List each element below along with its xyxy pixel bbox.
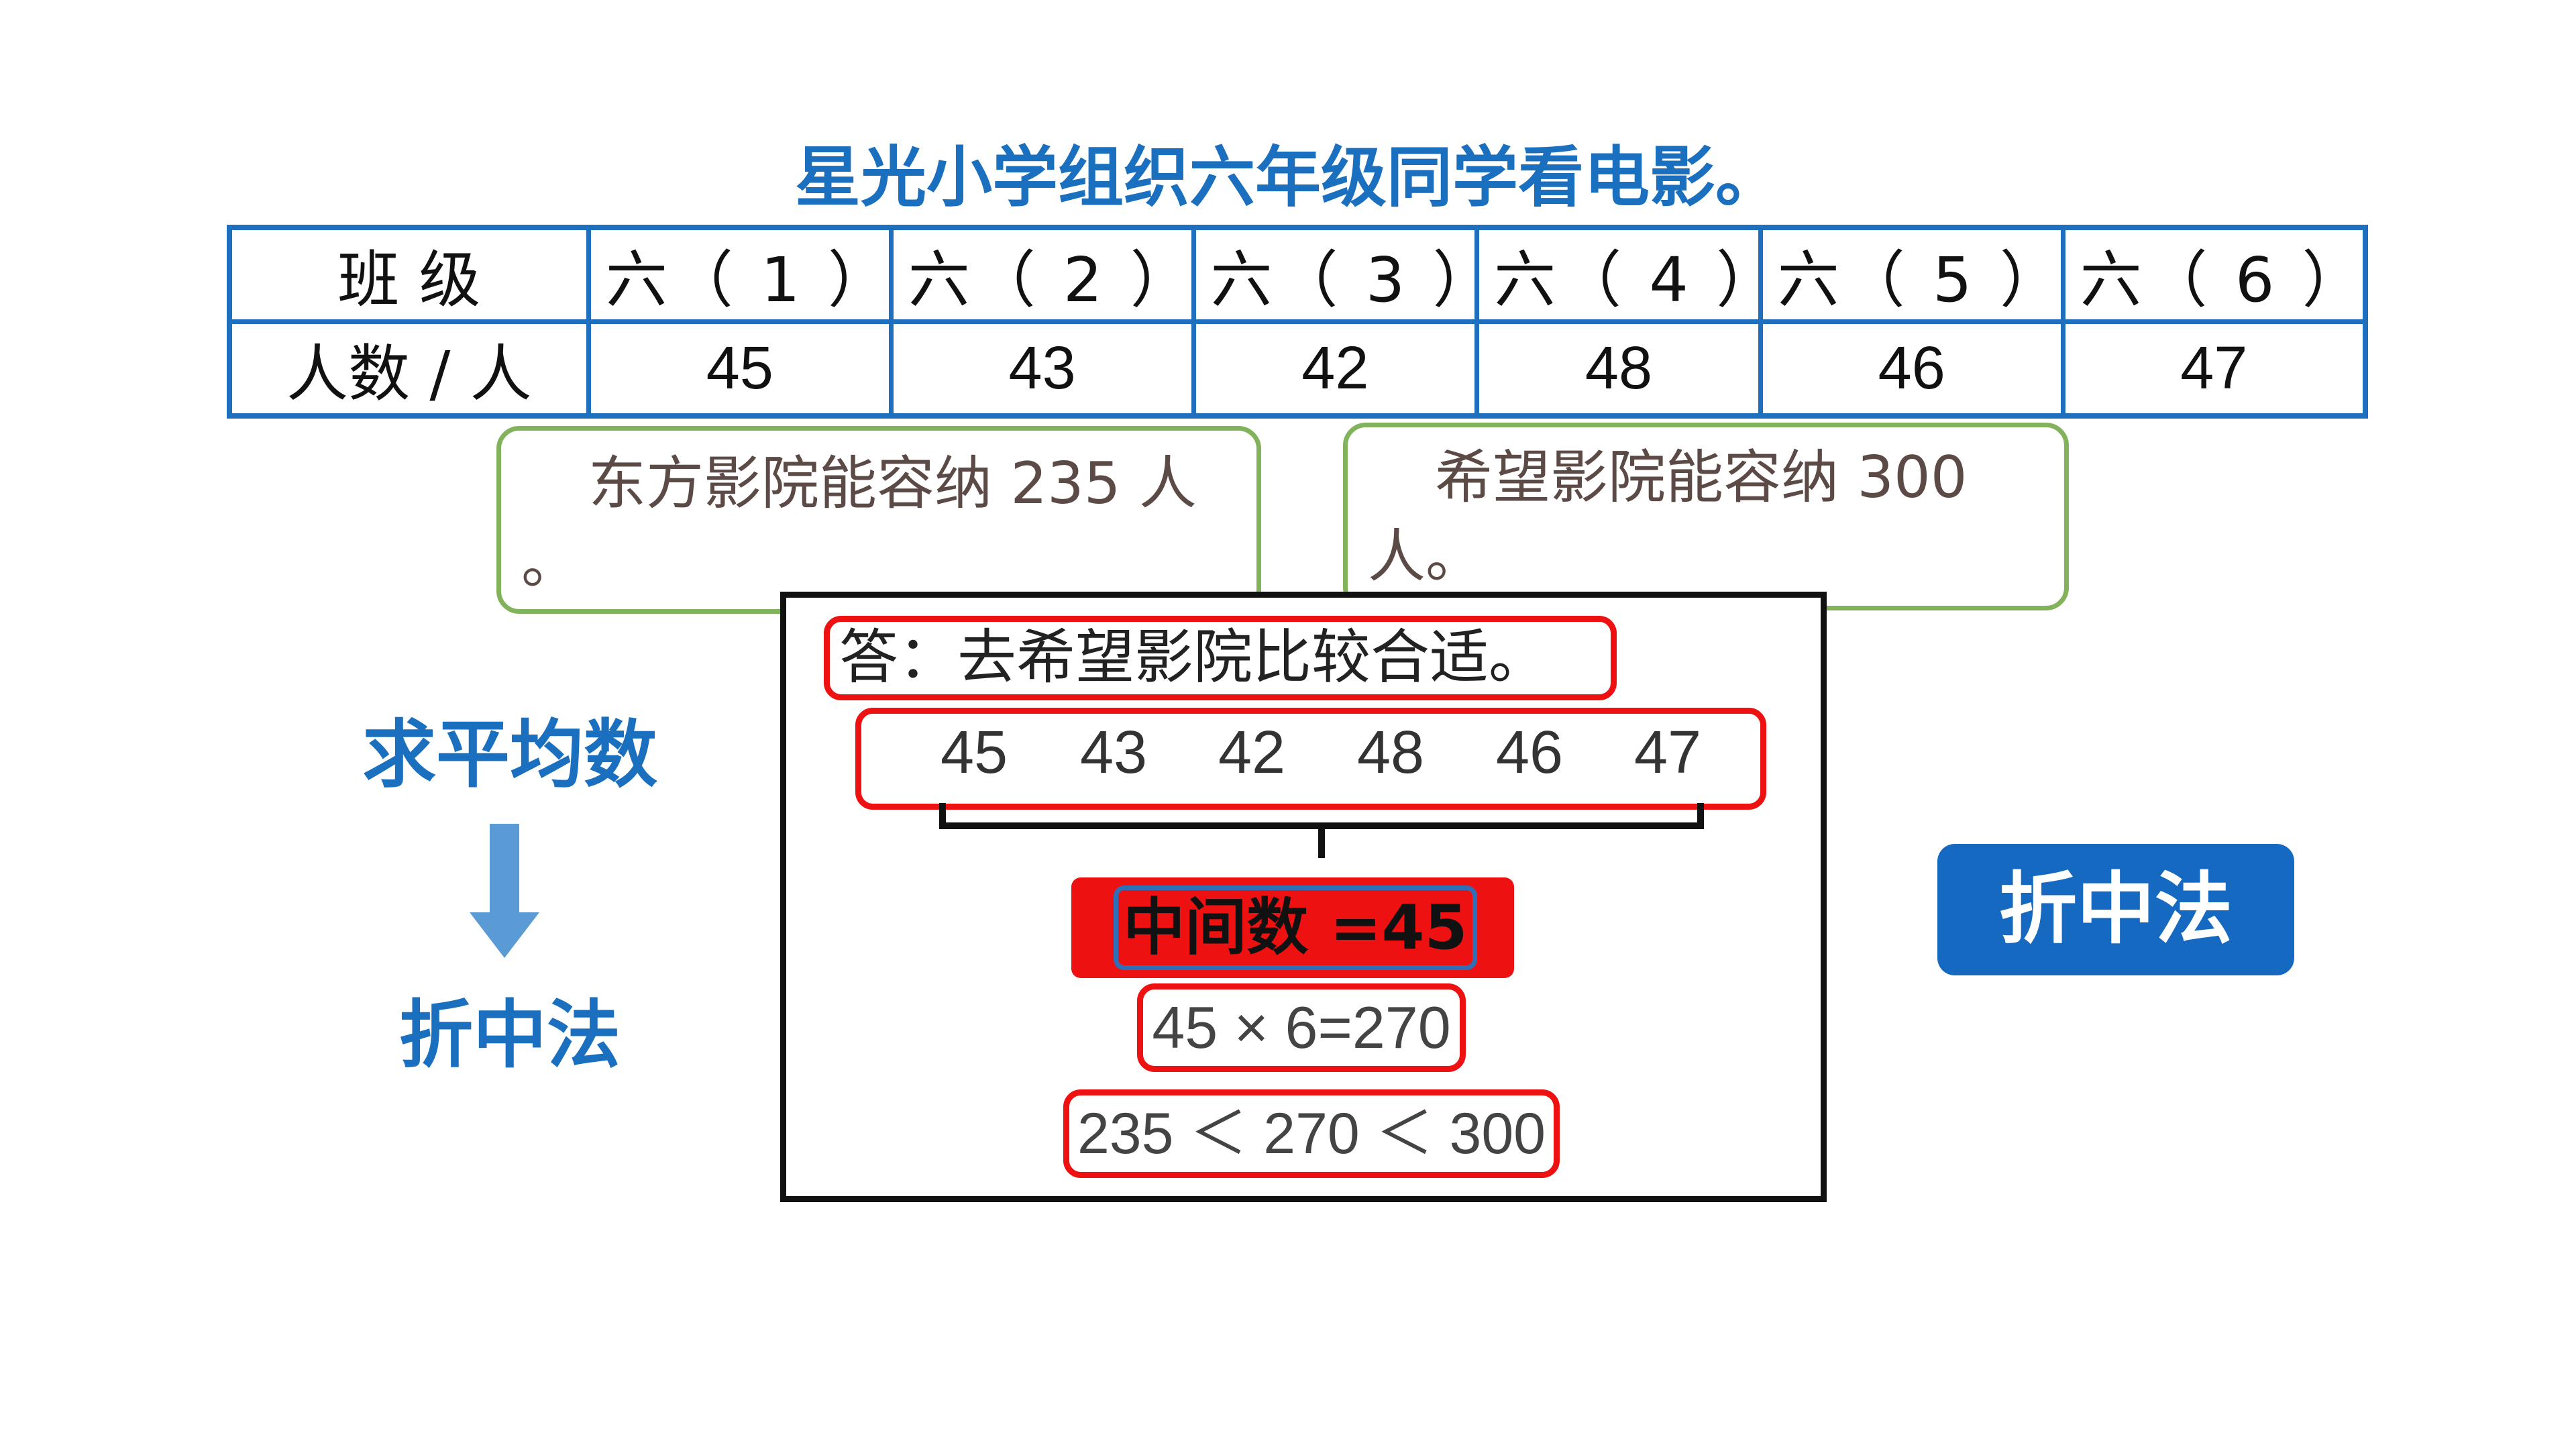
count-cell: 42 xyxy=(1191,319,1480,419)
class-cell: 六（ 5 ） xyxy=(1758,225,2065,324)
count-header: 人数 / 人 xyxy=(227,319,591,419)
east-cinema-text: 东方影院能容纳 235 人 xyxy=(588,450,1197,517)
east-cinema-text-end: 。 xyxy=(521,529,579,596)
method-badge: 折中法 xyxy=(1937,844,2294,975)
count-cell: 45 xyxy=(586,319,894,419)
count-cell: 46 xyxy=(1758,319,2065,419)
sequence-number: 45 xyxy=(940,719,1008,786)
numbers-frame xyxy=(855,708,1766,810)
page-title: 星光小学组织六年级同学看电影。 xyxy=(794,140,1781,216)
class-cell: 六（ 3 ） xyxy=(1191,225,1495,324)
sequence-number: 43 xyxy=(1079,719,1148,786)
comparison-text: 235 ＜ 270 ＜ 300 xyxy=(1063,1089,1560,1178)
hope-cinema-box: 希望影院能容纳 300 人。 xyxy=(1343,423,2069,610)
sequence-number: 42 xyxy=(1218,719,1286,786)
arrow-down-icon xyxy=(470,824,539,958)
step-method: 折中法 xyxy=(399,992,621,1078)
count-cell: 43 xyxy=(888,319,1196,419)
east-cinema-box: 东方影院能容纳 235 人 。 xyxy=(496,426,1261,614)
class-cell: 六（ 2 ） xyxy=(888,225,1196,324)
product-text: 45 × 6=270 xyxy=(1137,983,1466,1072)
class-table: 班 级 六（ 1 ） 六（ 2 ） 六（ 3 ） 六（ 4 ） 六（ 5 ） 六… xyxy=(227,225,2368,419)
median-text: 中间数 =45 xyxy=(1114,885,1477,970)
class-cell: 六（ 6 ） xyxy=(2060,225,2368,324)
median-badge xyxy=(1071,877,1514,978)
class-cell: 六（ 4 ） xyxy=(1474,225,1778,324)
class-cell: 六（ 1 ） xyxy=(586,225,894,324)
hope-cinema-text-end: 人。 xyxy=(1368,523,1483,590)
count-row: 人数 / 人 45 43 42 48 46 47 xyxy=(227,319,2368,419)
answer-text: 答：去希望影院比较合适。 xyxy=(824,616,1617,700)
count-cell: 47 xyxy=(2060,319,2368,419)
sequence-number: 48 xyxy=(1356,719,1425,786)
hope-cinema-text: 希望影院能容纳 300 xyxy=(1435,444,1968,511)
step-average: 求平均数 xyxy=(362,712,657,798)
class-header: 班 级 xyxy=(227,225,591,324)
brace-icon xyxy=(939,803,1704,858)
class-row: 班 级 六（ 1 ） 六（ 2 ） 六（ 3 ） 六（ 4 ） 六（ 5 ） 六… xyxy=(227,225,2368,324)
count-cell: 48 xyxy=(1474,319,1763,419)
sequence-number: 46 xyxy=(1495,719,1564,786)
sequence-number: 47 xyxy=(1633,719,1702,786)
